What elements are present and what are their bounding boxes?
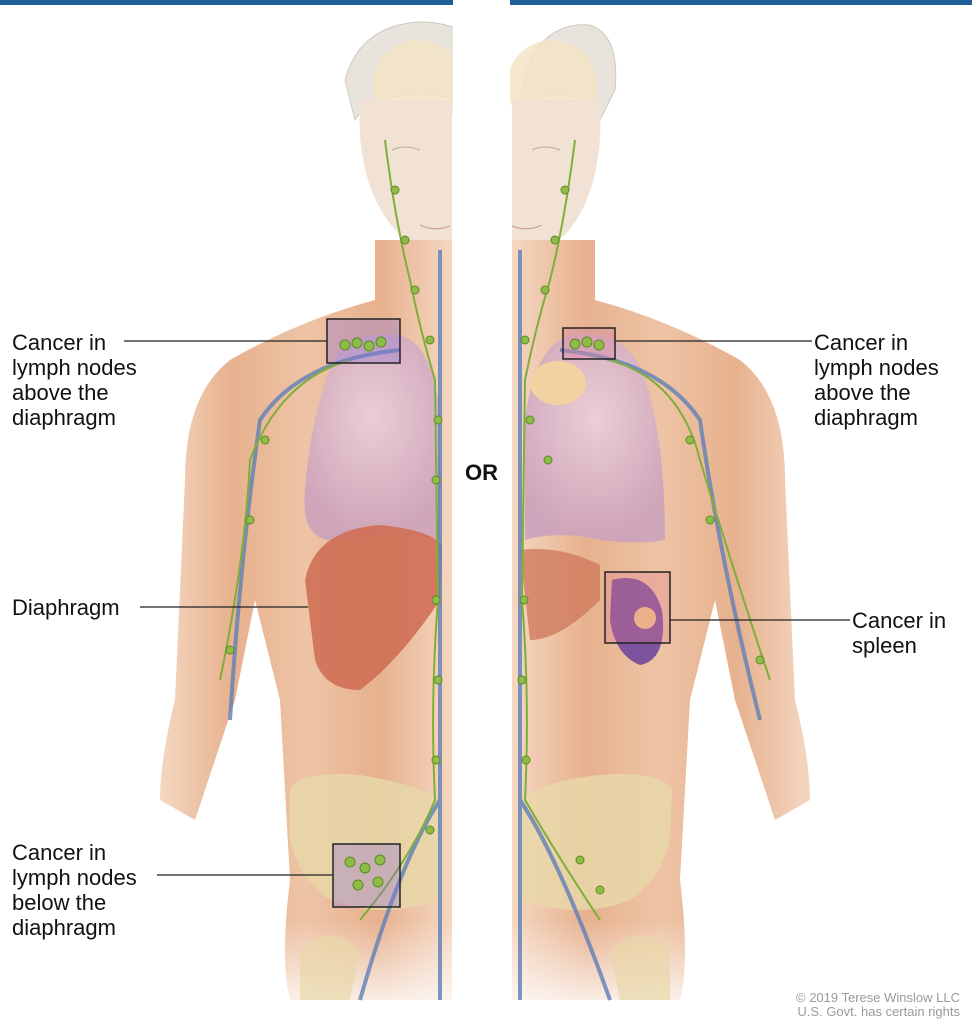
highlight-box-left-below bbox=[333, 844, 400, 907]
label-lymph-nodes-above-right: Cancer in lymph nodes above the diaphrag… bbox=[814, 330, 939, 430]
highlight-box-right-above bbox=[563, 328, 615, 359]
highlight-box-spleen bbox=[605, 572, 670, 643]
label-spleen: Cancer in spleen bbox=[852, 608, 946, 658]
label-lymph-nodes-above-left: Cancer in lymph nodes above the diaphrag… bbox=[12, 330, 137, 430]
center-divider bbox=[453, 0, 510, 1026]
credit-line-2: U.S. Govt. has certain rights bbox=[796, 1005, 960, 1019]
credit-line-1: © 2019 Terese Winslow LLC bbox=[796, 991, 960, 1005]
chest-tumor bbox=[530, 361, 586, 405]
or-divider-label: OR bbox=[465, 460, 498, 486]
label-diaphragm: Diaphragm bbox=[12, 595, 120, 620]
highlight-box-left-above bbox=[327, 319, 400, 363]
copyright-credit: © 2019 Terese Winslow LLC U.S. Govt. has… bbox=[796, 991, 960, 1019]
label-lymph-nodes-below-left: Cancer in lymph nodes below the diaphrag… bbox=[12, 840, 137, 940]
